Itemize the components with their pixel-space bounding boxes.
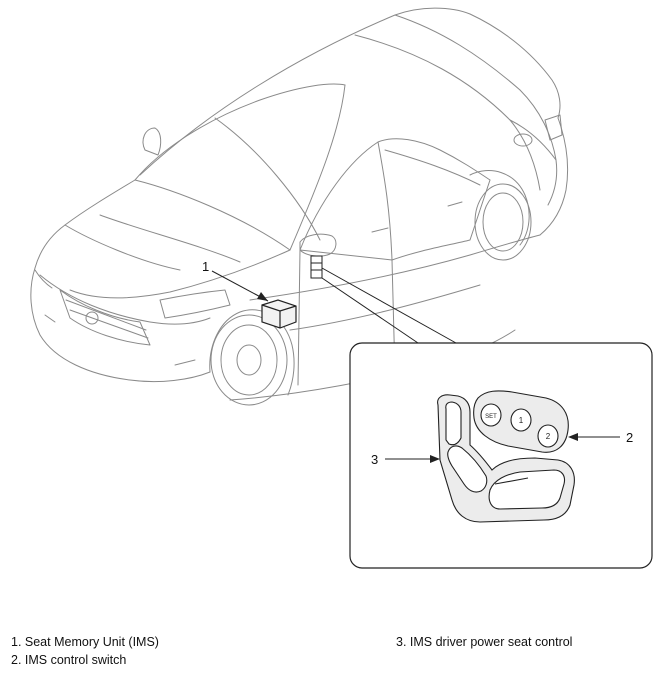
memory-2-button[interactable]: 2 (537, 424, 559, 448)
callout-2: 2 (568, 430, 633, 445)
power-seat-control (437, 394, 575, 523)
detail-leader-lines (321, 267, 457, 344)
callout-1: 1 (202, 259, 269, 302)
legend-item: 3. IMS driver power seat control (396, 635, 573, 649)
ims-switch-on-door (310, 255, 323, 279)
detail-frame (349, 342, 653, 569)
legend-item: 1. Seat Memory Unit (IMS) (11, 635, 159, 649)
legend-right: 3. IMS driver power seat control (396, 633, 572, 651)
component-location-diagram: 1 SET 1 2 (30, 7, 653, 569)
ims-control-switch-part: SET 1 2 (473, 390, 569, 453)
callout-2-label: 2 (626, 430, 633, 445)
set-button[interactable]: SET (480, 403, 502, 427)
legend-left: 1. Seat Memory Unit (IMS) 2. IMS control… (11, 633, 159, 669)
seat-memory-unit-part (261, 299, 297, 329)
set-button-label: SET (485, 414, 497, 420)
memory-1-button[interactable]: 1 (510, 408, 532, 432)
legend-item: 2. IMS control switch (11, 653, 127, 667)
detail-inset: SET 1 2 2 3 (349, 342, 653, 569)
callout-3: 3 (371, 452, 440, 467)
memory-1-button-label: 1 (519, 416, 524, 425)
memory-2-button-label: 2 (546, 432, 551, 441)
callout-3-label: 3 (371, 452, 378, 467)
callout-1-label: 1 (202, 259, 209, 274)
